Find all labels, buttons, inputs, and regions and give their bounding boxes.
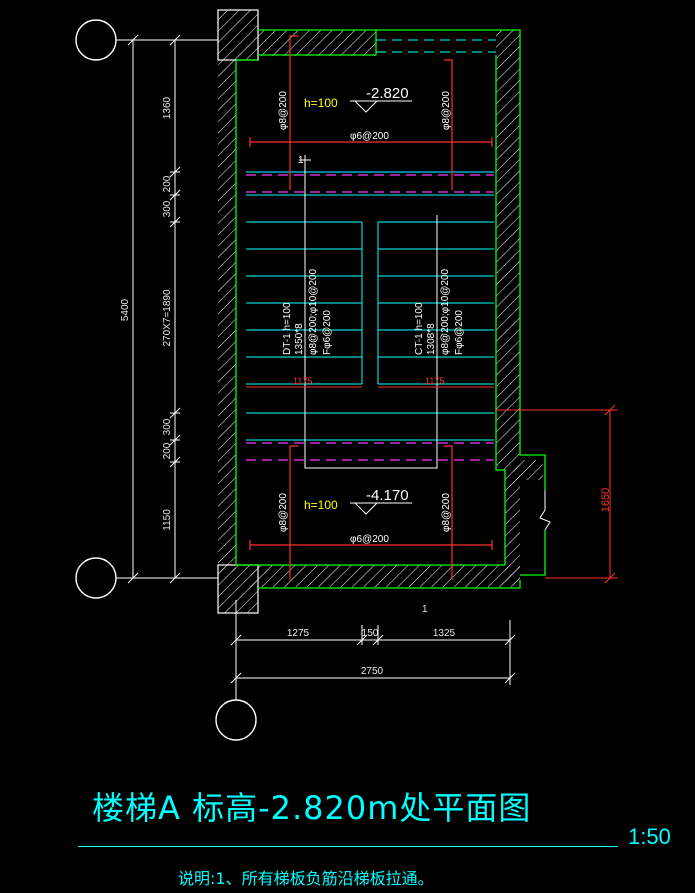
svg-text:Fφ6@200: Fφ6@200 xyxy=(322,310,333,355)
drawing-note: 说明:1、所有梯板负筋沿梯板拉通。 xyxy=(178,869,434,888)
svg-text:1350*8: 1350*8 xyxy=(294,323,305,355)
elevation-top: -2.820 xyxy=(366,85,409,102)
rebar-bottom-right: φ8@200 xyxy=(441,493,452,532)
dim-total-height: 5400 xyxy=(120,298,131,321)
wall-outline xyxy=(235,29,546,589)
section-mark-down: 1 xyxy=(422,604,428,615)
dim-seg3: 300 xyxy=(162,200,173,217)
axis-bubble-bottom xyxy=(215,699,257,741)
dim-bottom-3: 1325 xyxy=(433,628,456,639)
beam-dashed xyxy=(246,174,494,461)
axis-bubble-bottom-left xyxy=(75,557,117,599)
stair-walls xyxy=(218,30,543,587)
dim-seg5: 300 xyxy=(162,418,173,435)
columns xyxy=(217,9,259,614)
flight-label-right: CT-1 h=100 1308*8 φ8@200;φ10@200 Fφ6@200 xyxy=(414,268,465,355)
elevation-bottom: -4.170 xyxy=(366,487,409,504)
svg-text:DT-1 h=100: DT-1 h=100 xyxy=(282,302,293,355)
dim-seg4: 270X7=1890 xyxy=(162,289,173,346)
slab-thickness-bottom: h=100 xyxy=(304,498,338,512)
dim-seg2: 200 xyxy=(162,175,173,192)
rebar-top-dist: φ6@200 xyxy=(350,131,389,142)
svg-text:φ8@200;φ10@200: φ8@200;φ10@200 xyxy=(440,268,451,355)
drawing-scale: 1:50 xyxy=(628,824,671,849)
dim-seg7: 1150 xyxy=(162,509,173,531)
dim-bottom-total: 2750 xyxy=(361,666,384,677)
axis-bubble-top-left xyxy=(75,19,117,61)
right-dimension xyxy=(495,404,618,584)
rebar-bottom xyxy=(249,445,493,580)
bottom-dimensions xyxy=(230,620,516,685)
left-dimensions xyxy=(127,34,181,584)
drawing-title: 楼梯A 标高-2.820m处平面图 xyxy=(92,789,532,827)
elevation-marker-bottom xyxy=(350,502,412,515)
svg-text:φ8@200;φ10@200: φ8@200;φ10@200 xyxy=(308,268,319,355)
run-width-left: 1175 xyxy=(293,376,312,386)
dim-seg1: 1360 xyxy=(162,96,173,119)
rebar-bottom-dist: φ6@200 xyxy=(350,534,389,545)
dim-seg6: 200 xyxy=(162,442,173,459)
dim-bottom-2: 150 xyxy=(362,628,379,639)
dim-bottom-1: 1275 xyxy=(287,628,310,639)
rebar-top xyxy=(249,35,493,190)
svg-text:Fφ6@200: Fφ6@200 xyxy=(454,310,465,355)
dim-right: 1650 xyxy=(600,488,612,512)
title-underline xyxy=(78,846,618,847)
slab-thickness-top: h=100 xyxy=(304,96,338,110)
rebar-bottom-left: φ8@200 xyxy=(278,493,289,532)
rebar-top-left: φ8@200 xyxy=(278,91,289,130)
run-width-right: 1175 xyxy=(425,376,444,386)
section-mark-up: 1 xyxy=(298,155,304,166)
rebar-top-right: φ8@200 xyxy=(441,91,452,130)
walking-lines xyxy=(299,155,438,469)
elevation-marker-top xyxy=(350,100,412,113)
svg-text:1308*8: 1308*8 xyxy=(426,323,437,355)
svg-text:CT-1 h=100: CT-1 h=100 xyxy=(414,302,425,355)
stair-treads xyxy=(246,171,494,441)
flight-label-left: DT-1 h=100 1350*8 φ8@200;φ10@200 Fφ6@200 xyxy=(282,268,333,355)
